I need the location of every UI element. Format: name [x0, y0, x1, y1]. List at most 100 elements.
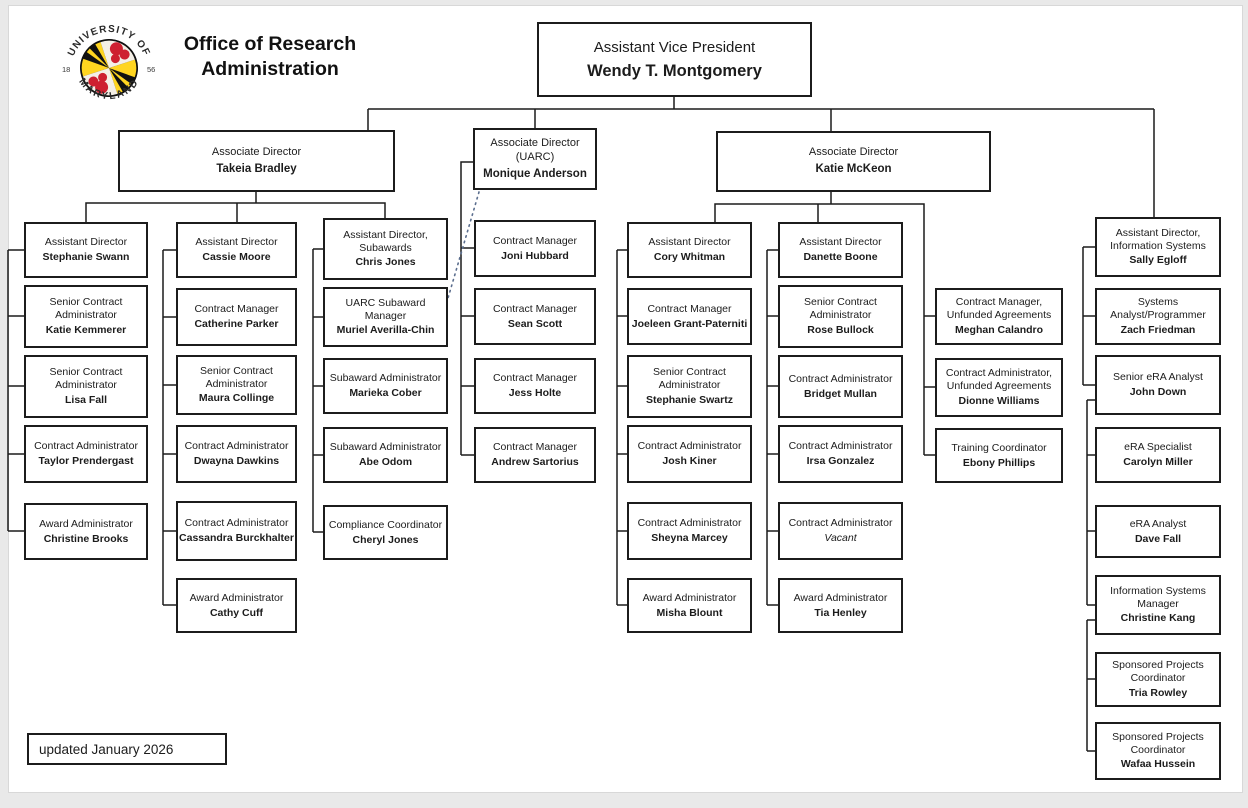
role-label: Assistant Vice President: [593, 38, 756, 56]
org-box-cassie-moore: Assistant Director Cassie Moore: [176, 222, 297, 278]
person-name: Christine Brooks: [43, 532, 129, 545]
connector-anderson-group: [460, 161, 474, 456]
role-label: Contract Manager: [194, 303, 279, 316]
role-label: Assistant Director: [648, 236, 731, 249]
person-name: Christine Kang: [1120, 612, 1196, 625]
org-box-sally-egloff: Assistant Director, Information Systems …: [1095, 217, 1221, 277]
org-box-cassandra-burckhalter: Contract Administrator Cassandra Burckha…: [176, 501, 297, 561]
role-label: Senior Contract Administrator: [49, 366, 123, 392]
org-box-bridget-mullan: Contract Administrator Bridget Mullan: [778, 355, 903, 418]
org-box-irsa-gonzalez: Contract Administrator Irsa Gonzalez: [778, 425, 903, 483]
person-name: Ebony Phillips: [962, 456, 1036, 469]
org-box-dwayna-dawkins: Contract Administrator Dwayna Dawkins: [176, 425, 297, 483]
role-label: eRA Analyst: [1129, 517, 1187, 530]
org-box-christine-brooks: Award Administrator Christine Brooks: [24, 503, 148, 560]
role-label: Associate Director: [808, 146, 899, 159]
org-box-meghan-calandro: Contract Manager, Unfunded Agreements Me…: [935, 288, 1063, 345]
person-name: Abe Odom: [358, 456, 413, 468]
person-name: Taylor Prendergast: [38, 455, 134, 467]
person-name: Dwayna Dawkins: [193, 455, 280, 467]
person-name: Dave Fall: [1134, 532, 1182, 545]
role-label: eRA Specialist: [1124, 441, 1192, 454]
org-box-jess-holte: Contract Manager Jess Holte: [474, 358, 596, 414]
org-box-catherine-parker: Contract Manager Catherine Parker: [176, 288, 297, 346]
person-name: Sally Egloff: [1129, 254, 1187, 267]
role-label: Information Systems Manager: [1110, 584, 1206, 610]
person-name: Bridget Mullan: [804, 387, 877, 400]
org-box-cathy-cuff: Award Administrator Cathy Cuff: [176, 578, 297, 633]
person-name: Misha Blount: [656, 606, 723, 619]
org-box-dionne-williams: Contract Administrator, Unfunded Agreeme…: [935, 358, 1063, 417]
org-box-stephanie-swann: Assistant Director Stephanie Swann: [24, 222, 148, 278]
seal-year-right: 56: [147, 65, 155, 74]
role-label: Assistant Director, Information Systems: [1110, 226, 1206, 252]
connector-top-level: [367, 97, 1155, 217]
role-label: Assistant Director: [195, 236, 278, 249]
umd-seal-logo: UNIVERSITY OF MARYLAND 18 56: [62, 24, 155, 102]
role-label: Contract Manager: [492, 234, 578, 247]
person-name: Monique Anderson: [483, 167, 587, 180]
updated-date-note: updated January 2026: [27, 733, 227, 765]
person-name: Joeleen Grant-Paterniti: [631, 317, 748, 330]
person-name: Takeia Bradley: [216, 162, 297, 175]
role-label: Contract Administrator: [34, 440, 138, 453]
connector-col2-rail: [162, 249, 176, 606]
role-label: Assistant Director, Subawards: [343, 228, 428, 254]
role-label: Contract Manager: [492, 302, 578, 315]
org-box-wafaa-hussein: Sponsored Projects Coordinator Wafaa Hus…: [1095, 722, 1221, 780]
role-label: Award Administrator: [189, 591, 284, 604]
role-label: Associate Director (UARC): [490, 137, 580, 163]
role-label: Contract Manager, Unfunded Agreements: [946, 296, 1052, 322]
org-box-john-down: Senior eRA Analyst John Down: [1095, 355, 1221, 415]
role-label: Award Administrator: [642, 591, 737, 604]
person-name: Marieka Cober: [349, 387, 422, 399]
role-label: Contract Manager: [492, 441, 578, 454]
org-box-tria-rowley: Sponsored Projects Coordinator Tria Rowl…: [1095, 652, 1221, 707]
role-label: Contract Administrator: [788, 440, 893, 453]
person-name: Carolyn Miller: [1123, 456, 1193, 468]
connector-col5-rail: [616, 249, 627, 606]
seal-year-left: 18: [62, 65, 70, 74]
role-label: Senior Contract Administrator: [49, 296, 123, 322]
person-name: John Down: [1129, 386, 1187, 398]
org-box-danette-boone: Assistant Director Danette Boone: [778, 222, 903, 278]
org-box-monique-anderson: Associate Director (UARC) Monique Anders…: [473, 128, 597, 190]
org-box-cheryl-jones: Compliance Coordinator Cheryl Jones: [323, 505, 448, 560]
role-label: Contract Manager: [492, 372, 578, 385]
org-box-lisa-fall: Senior Contract Administrator Lisa Fall: [24, 355, 148, 418]
person-name: Vacant: [824, 532, 857, 544]
person-name: Meghan Calandro: [954, 323, 1044, 336]
role-label: Contract Administrator: [788, 517, 893, 530]
person-name: Muriel Averilla-Chin: [336, 324, 435, 337]
org-box-rose-bullock: Senior Contract Administrator Rose Bullo…: [778, 285, 903, 348]
role-label: Sponsored Projects Coordinator: [1112, 730, 1204, 756]
org-box-dave-fall: eRA Analyst Dave Fall: [1095, 505, 1221, 558]
org-box-misha-blount: Award Administrator Misha Blount: [627, 578, 752, 633]
role-label: Senior Contract Administrator: [200, 364, 273, 390]
role-label: Contract Administrator: [788, 372, 893, 385]
org-box-sean-scott: Contract Manager Sean Scott: [474, 288, 596, 345]
person-name: Wendy T. Montgomery: [587, 61, 762, 80]
person-name: Katie Kemmerer: [45, 323, 127, 336]
connector-col1-rail: [7, 249, 24, 532]
org-box-chris-jones: Assistant Director, Subawards Chris Jone…: [323, 218, 448, 280]
org-box-katie-mckeon: Associate Director Katie McKeon: [716, 131, 991, 192]
connector-col8-rails: [1082, 246, 1095, 752]
person-name: Tria Rowley: [1128, 686, 1188, 699]
person-name: Stephanie Swann: [42, 251, 130, 263]
role-label: Sponsored Projects Coordinator: [1112, 659, 1204, 685]
role-label: Associate Director: [211, 145, 302, 158]
role-label: Contract Administrator: [637, 517, 742, 530]
role-label: Subaward Administrator: [329, 372, 442, 385]
org-box-christine-kang: Information Systems Manager Christine Ka…: [1095, 575, 1221, 635]
connector-bradley-group: [85, 192, 386, 222]
role-label: UARC Subaward Manager: [345, 296, 426, 322]
person-name: Cory Whitman: [653, 251, 726, 263]
org-box-josh-kiner: Contract Administrator Josh Kiner: [627, 425, 752, 483]
role-label: Senior Contract Administrator: [804, 296, 877, 322]
role-label: Contract Administrator: [637, 440, 742, 453]
org-box-muriel-averilla-chin: UARC Subaward Manager Muriel Averilla-Ch…: [323, 287, 448, 347]
person-name: Irsa Gonzalez: [806, 455, 875, 467]
person-name: Chris Jones: [355, 256, 416, 269]
